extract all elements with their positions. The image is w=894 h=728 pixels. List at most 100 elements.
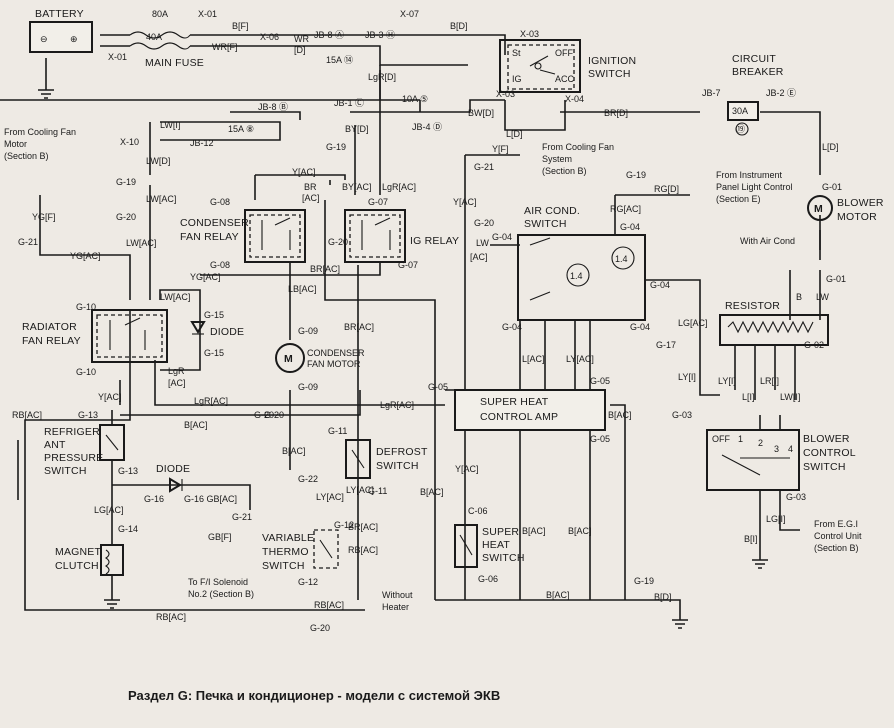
svg-text:Heater: Heater	[382, 602, 409, 612]
svg-text:BW[D]: BW[D]	[468, 108, 494, 118]
svg-text:PRESSURE: PRESSURE	[44, 452, 103, 464]
svg-text:Y[F]: Y[F]	[492, 144, 509, 154]
svg-text:(Section B): (Section B)	[814, 543, 859, 553]
svg-text:LY[AC]: LY[AC]	[316, 492, 344, 502]
svg-text:MAGNET: MAGNET	[55, 546, 102, 558]
svg-text:IG: IG	[512, 74, 522, 84]
svg-text:G-15: G-15	[204, 310, 224, 320]
condenser-fan-motor: M CONDENSER FAN MOTOR	[275, 343, 365, 373]
ignition-switch: St OFF IG ACC IGNITION SWITCH	[499, 39, 636, 93]
svg-text:BY[AC]: BY[AC]	[342, 182, 372, 192]
svg-text:X-07: X-07	[400, 9, 419, 19]
radiator-fan-relay: RADIATOR FAN RELAY	[22, 309, 168, 363]
svg-text:LR[I]: LR[I]	[760, 376, 779, 386]
svg-text:SUPER: SUPER	[482, 526, 519, 538]
svg-text:From Instrument: From Instrument	[716, 170, 783, 180]
svg-text:LG[I]: LG[I]	[766, 514, 786, 524]
svg-text:G-14: G-14	[118, 524, 138, 534]
svg-text:X-03: X-03	[520, 29, 539, 39]
svg-text:From Cooling Fan: From Cooling Fan	[542, 142, 614, 152]
svg-text:RG[D]: RG[D]	[654, 184, 679, 194]
svg-text:2: 2	[758, 438, 763, 448]
main-fuse: 80A 40A MAIN FUSE	[129, 9, 204, 69]
svg-text:G-12: G-12	[334, 520, 354, 530]
svg-text:CONTROL AMP: CONTROL AMP	[480, 411, 558, 423]
svg-text:G-12: G-12	[298, 577, 318, 587]
svg-text:ANT: ANT	[44, 439, 66, 451]
svg-text:No.2 (Section B): No.2 (Section B)	[188, 589, 254, 599]
svg-text:[AC]: [AC]	[302, 193, 320, 203]
svg-text:G-05: G-05	[590, 376, 610, 386]
svg-text:Motor: Motor	[4, 139, 27, 149]
main-fuse-80a: 80A	[152, 9, 168, 19]
svg-text:WR[F]: WR[F]	[212, 42, 238, 52]
svg-text:3: 3	[774, 444, 779, 454]
svg-text:LG[AC]: LG[AC]	[94, 505, 124, 515]
svg-text:SUPER HEAT: SUPER HEAT	[480, 396, 549, 408]
svg-text:B[AC]: B[AC]	[568, 526, 592, 536]
svg-text:G-10: G-10	[76, 367, 96, 377]
svg-text:G-01: G-01	[822, 182, 842, 192]
svg-text:Y[AC]: Y[AC]	[292, 167, 316, 177]
svg-text:1.4: 1.4	[570, 271, 583, 281]
svg-text:BLOWER: BLOWER	[837, 197, 884, 209]
svg-text:RADIATOR: RADIATOR	[22, 321, 77, 333]
svg-text:15A ⑭: 15A ⑭	[326, 55, 353, 65]
svg-text:BLOWER: BLOWER	[803, 433, 850, 445]
svg-text:LW[AC]: LW[AC]	[146, 194, 176, 204]
svg-text:CONDENSER: CONDENSER	[180, 217, 249, 229]
svg-text:M: M	[284, 353, 293, 365]
svg-text:G-03: G-03	[672, 410, 692, 420]
svg-text:LY[I]: LY[I]	[718, 376, 736, 386]
svg-text:SWITCH: SWITCH	[524, 218, 567, 230]
svg-text:AIR COND.: AIR COND.	[524, 205, 580, 217]
wires	[0, 34, 821, 620]
svg-text:B[AC]: B[AC]	[420, 487, 444, 497]
ig-relay: IG RELAY	[344, 209, 459, 263]
svg-text:BREAKER: BREAKER	[732, 66, 784, 78]
svg-text:X-06: X-06	[260, 32, 279, 42]
svg-text:LgR[AC]: LgR[AC]	[194, 396, 228, 406]
svg-text:G-11: G-11	[328, 426, 347, 436]
svg-text:G-02: G-02	[804, 340, 824, 350]
svg-text:[AC]: [AC]	[470, 252, 488, 262]
main-fuse-40a: 40A	[146, 32, 162, 42]
svg-text:LgR: LgR	[168, 366, 185, 376]
svg-text:L[AC]: L[AC]	[522, 354, 545, 364]
svg-text:LgR[D]: LgR[D]	[368, 72, 396, 82]
svg-text:Without: Without	[382, 590, 413, 600]
ground-bottom	[104, 559, 768, 629]
svg-text:X-01: X-01	[108, 52, 127, 62]
svg-text:G-19: G-19	[634, 576, 654, 586]
svg-text:G-19: G-19	[626, 170, 646, 180]
svg-text:LY[I]: LY[I]	[678, 372, 696, 382]
resistor: RESISTOR	[719, 300, 829, 346]
svg-text:⑲: ⑲	[736, 124, 745, 134]
battery-label: BATTERY	[35, 8, 84, 20]
svg-text:LW[AC]: LW[AC]	[160, 292, 190, 302]
svg-text:⊖: ⊖	[40, 34, 48, 44]
svg-text:DIODE: DIODE	[210, 326, 244, 338]
air-cond-switch: 1.4 1.4 AIR COND. SWITCH	[517, 205, 646, 321]
svg-text:G-04: G-04	[630, 322, 650, 332]
svg-text:FAN RELAY: FAN RELAY	[180, 231, 239, 243]
svg-text:G-20: G-20	[116, 212, 136, 222]
svg-text:B[F]: B[F]	[232, 21, 249, 31]
svg-text:(Section E): (Section E)	[716, 194, 761, 204]
svg-text:G-20: G-20	[264, 410, 284, 420]
svg-text:G-08: G-08	[210, 197, 230, 207]
svg-text:OFF: OFF	[555, 48, 573, 58]
svg-text:G-07: G-07	[398, 260, 418, 270]
svg-text:G-11: G-11	[368, 486, 387, 496]
svg-text:G-06: G-06	[478, 574, 498, 584]
svg-text:YG[AC]: YG[AC]	[190, 272, 221, 282]
svg-text:LG[AC]: LG[AC]	[678, 318, 708, 328]
svg-text:B[D]: B[D]	[654, 592, 672, 602]
svg-text:DEFROST: DEFROST	[376, 446, 428, 458]
svg-text:B[D]: B[D]	[450, 21, 468, 31]
svg-text:BR[AC]: BR[AC]	[310, 264, 340, 274]
svg-text:B[AC]: B[AC]	[282, 446, 306, 456]
svg-text:YG[F]: YG[F]	[32, 212, 56, 222]
svg-text:RB[AC]: RB[AC]	[12, 410, 42, 420]
